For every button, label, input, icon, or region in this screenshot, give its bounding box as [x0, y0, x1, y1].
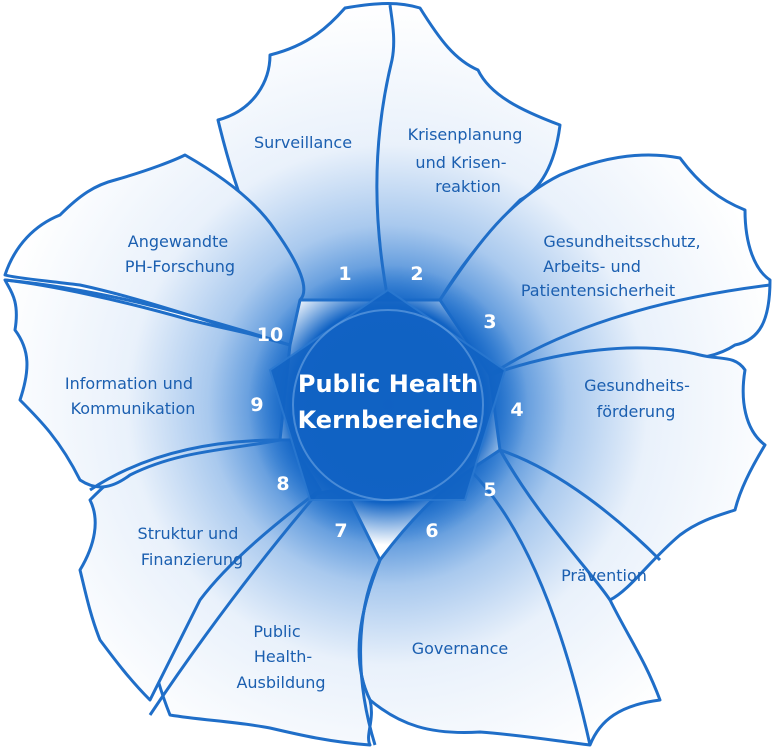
area-label-7-line-2: Health- — [254, 647, 312, 666]
seam-6-7 — [359, 559, 382, 746]
area-number-9: 9 — [250, 394, 263, 416]
center-title: Public Health Kernbereiche — [298, 370, 479, 434]
area-numbers: 1 2 3 4 5 6 7 8 9 10 — [250, 263, 523, 542]
area-label-5: Prävention — [561, 566, 647, 585]
area-label-7-line-1: Public — [253, 622, 300, 641]
area-label-9-line-2: Kommunikation — [71, 399, 196, 418]
petal-upper-left — [3, 153, 306, 347]
area-number-3: 3 — [483, 311, 496, 333]
seam-9-10 — [4, 278, 291, 347]
area-number-7: 7 — [334, 520, 347, 542]
area-label-3-line-1: Gesundheitsschutz, — [543, 232, 700, 251]
core-ring — [292, 309, 484, 501]
core — [248, 265, 528, 545]
center-title-line-2: Kernbereiche — [298, 406, 479, 434]
area-label-9-line-1: Information und — [65, 374, 193, 393]
area-number-8: 8 — [276, 473, 289, 495]
area-label-7-line-3: Ausbildung — [236, 673, 325, 692]
area-labels: Surveillance Krisenplanung und Krisen- r… — [65, 125, 701, 692]
area-number-2: 2 — [410, 263, 423, 285]
area-label-2-line-2: und Krisen- — [415, 153, 506, 172]
area-label-4-line-1: Gesundheits- — [584, 376, 690, 395]
area-label-3-line-3: Patientensicherheit — [521, 281, 675, 300]
petal-left — [3, 278, 292, 489]
area-number-5: 5 — [483, 479, 496, 501]
area-label-1: Surveillance — [254, 133, 352, 152]
area-number-6: 6 — [425, 520, 438, 542]
area-label-10-line-2: PH-Forschung — [125, 257, 235, 276]
area-label-2-line-3: reaktion — [435, 177, 501, 196]
area-label-8-line-2: Finanzierung — [141, 550, 243, 569]
area-label-3-line-2: Arbeits- und — [543, 257, 641, 276]
center-title-line-1: Public Health — [298, 370, 478, 398]
area-label-8-line-1: Struktur und — [138, 524, 239, 543]
area-label-6: Governance — [412, 639, 509, 658]
area-number-4: 4 — [510, 399, 523, 421]
area-number-10: 10 — [257, 324, 283, 346]
area-label-2-line-1: Krisenplanung — [408, 125, 523, 144]
seam-4-5 — [499, 448, 662, 562]
area-label-10-line-1: Angewandte — [128, 232, 228, 251]
seam-1-2 — [375, 4, 396, 301]
seam-7-8 — [148, 489, 322, 716]
area-number-1: 1 — [338, 263, 351, 285]
area-label-4-line-2: förderung — [597, 402, 676, 421]
petal-group — [3, 2, 772, 747]
